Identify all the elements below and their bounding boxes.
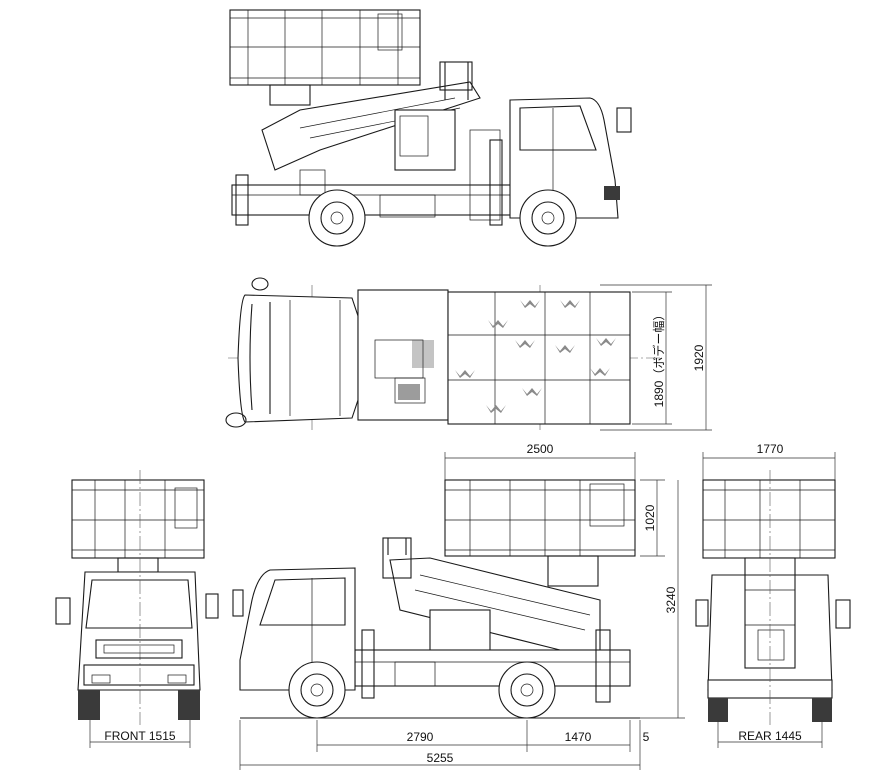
dim-rear-tread: REAR 1445: [738, 729, 802, 743]
cab-top: [237, 294, 359, 423]
dim-rear-platform-width: 1770: [757, 442, 784, 456]
dim-overall-length: 5255: [427, 751, 454, 765]
cab-front: [77, 571, 201, 691]
rear-view: [695, 452, 851, 748]
top-view: [225, 277, 712, 431]
front-wheel-raised: [519, 189, 577, 247]
deck-top: [447, 291, 631, 425]
side-view-raised: [229, 9, 632, 247]
dim-front-tread: FRONT 1515: [104, 729, 175, 743]
front-wheel-stowed: [288, 661, 346, 719]
dim-body-width: 1890（ボデー幅）: [651, 309, 666, 408]
front-view: [55, 470, 219, 748]
dim-platform-height: 1020: [643, 504, 657, 531]
bucket-stowed: [444, 479, 636, 557]
dim-overall-height: 3240: [664, 586, 678, 613]
rear-wheel-raised: [308, 189, 366, 247]
dim-platform-length: 2500: [527, 442, 554, 456]
bucket-raised: [229, 9, 421, 86]
dim-rear-overhang: 1470: [565, 730, 592, 744]
boom-stowed: [389, 557, 601, 651]
rear-wheel-stowed: [498, 661, 556, 719]
side-view-stowed: [232, 452, 685, 770]
dim-rear-gap: 5: [643, 730, 650, 744]
dim-wheelbase: 2790: [407, 730, 434, 744]
dim-overall-width: 1920: [692, 344, 706, 371]
